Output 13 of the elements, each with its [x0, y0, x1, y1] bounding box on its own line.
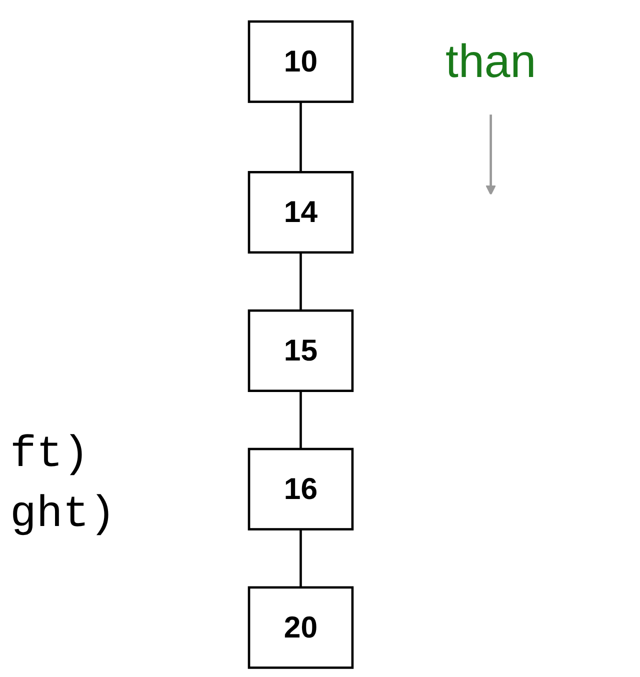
node-box: 10 [248, 20, 354, 103]
node-box: 16 [248, 448, 354, 530]
arrow [486, 114, 496, 196]
node-box: 20 [248, 586, 354, 669]
node-text: than [446, 36, 536, 88]
connector [300, 102, 302, 172]
code-text: ft) [10, 430, 90, 480]
code-text: ght) [10, 490, 117, 540]
connector [300, 252, 302, 311]
connector [300, 529, 302, 588]
node-box: 14 [248, 171, 354, 254]
node-box: 15 [248, 309, 354, 392]
connector [300, 390, 302, 449]
